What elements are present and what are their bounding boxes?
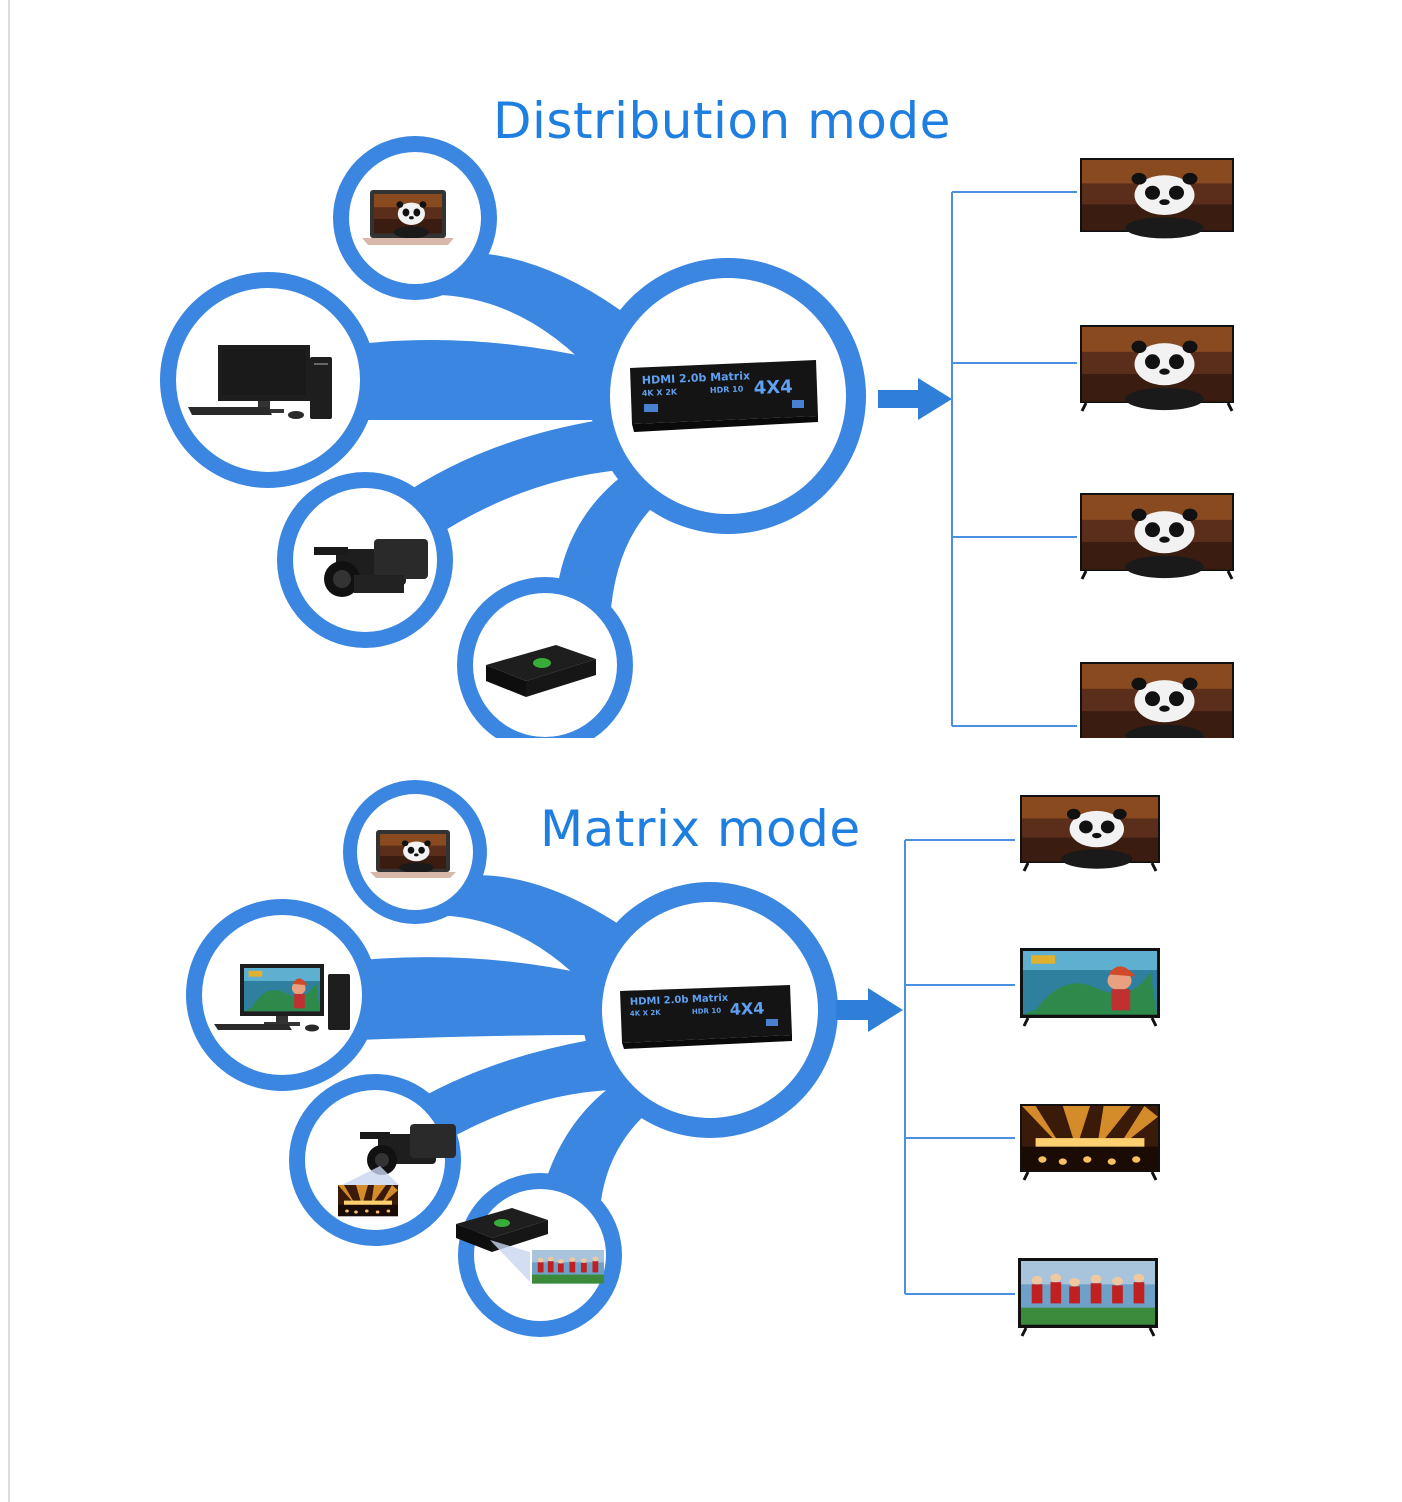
tv-icon [1080,662,1234,748]
device-badge: 4X4 [729,999,764,1019]
camcorder-icon [360,1124,456,1175]
device-label-hdr: HDR 10 [710,385,744,395]
matrix-mode-title: Matrix mode [540,800,861,858]
concert-thumbnail [338,1185,398,1217]
page-border [8,0,10,1502]
projection-beam [340,1166,400,1186]
matrix-output-tree [904,839,1015,1295]
distribution-arrow-icon [878,378,952,420]
desktop-pc-icon [188,345,332,419]
device-label-line2: 4K X 2K [642,387,678,398]
distribution-output-tree [951,191,1077,727]
camcorder-icon [314,539,428,597]
projection-beam [490,1240,530,1282]
tv-icon [1020,795,1160,872]
device-label-line1: HDMI 2.0b Matrix [630,993,729,1008]
laptop-icon [362,190,454,245]
tv-icon [1018,1258,1158,1337]
device-badge: 4X4 [753,376,793,399]
matrix-arrow-icon [836,988,903,1032]
desktop-pc-icon [214,964,350,1032]
set-top-box-icon [456,1208,548,1252]
distribution-mode-title: Distribution mode [493,92,951,150]
set-top-box-icon [486,645,596,697]
tv-icon [1080,158,1234,239]
laptop-icon [370,830,456,878]
hdmi-matrix-device: HDMI 2.0b Matrix 4K X 2K HDR 10 4X4 [620,985,792,1049]
tv-icon [1080,325,1234,412]
tv-icon [1020,1104,1160,1181]
tv-icon [1080,493,1234,580]
tv-icon [1020,948,1160,1027]
device-label-line2: 4K X 2K [630,1009,662,1018]
soccer-thumbnail [532,1250,604,1284]
device-label-hdr: HDR 10 [692,1007,722,1016]
hdmi-matrix-device: HDMI 2.0b Matrix 4K X 2K HDR 10 4X4 [630,360,818,432]
device-label-line1: HDMI 2.0b Matrix [642,369,751,387]
distribution-hub [160,136,866,798]
